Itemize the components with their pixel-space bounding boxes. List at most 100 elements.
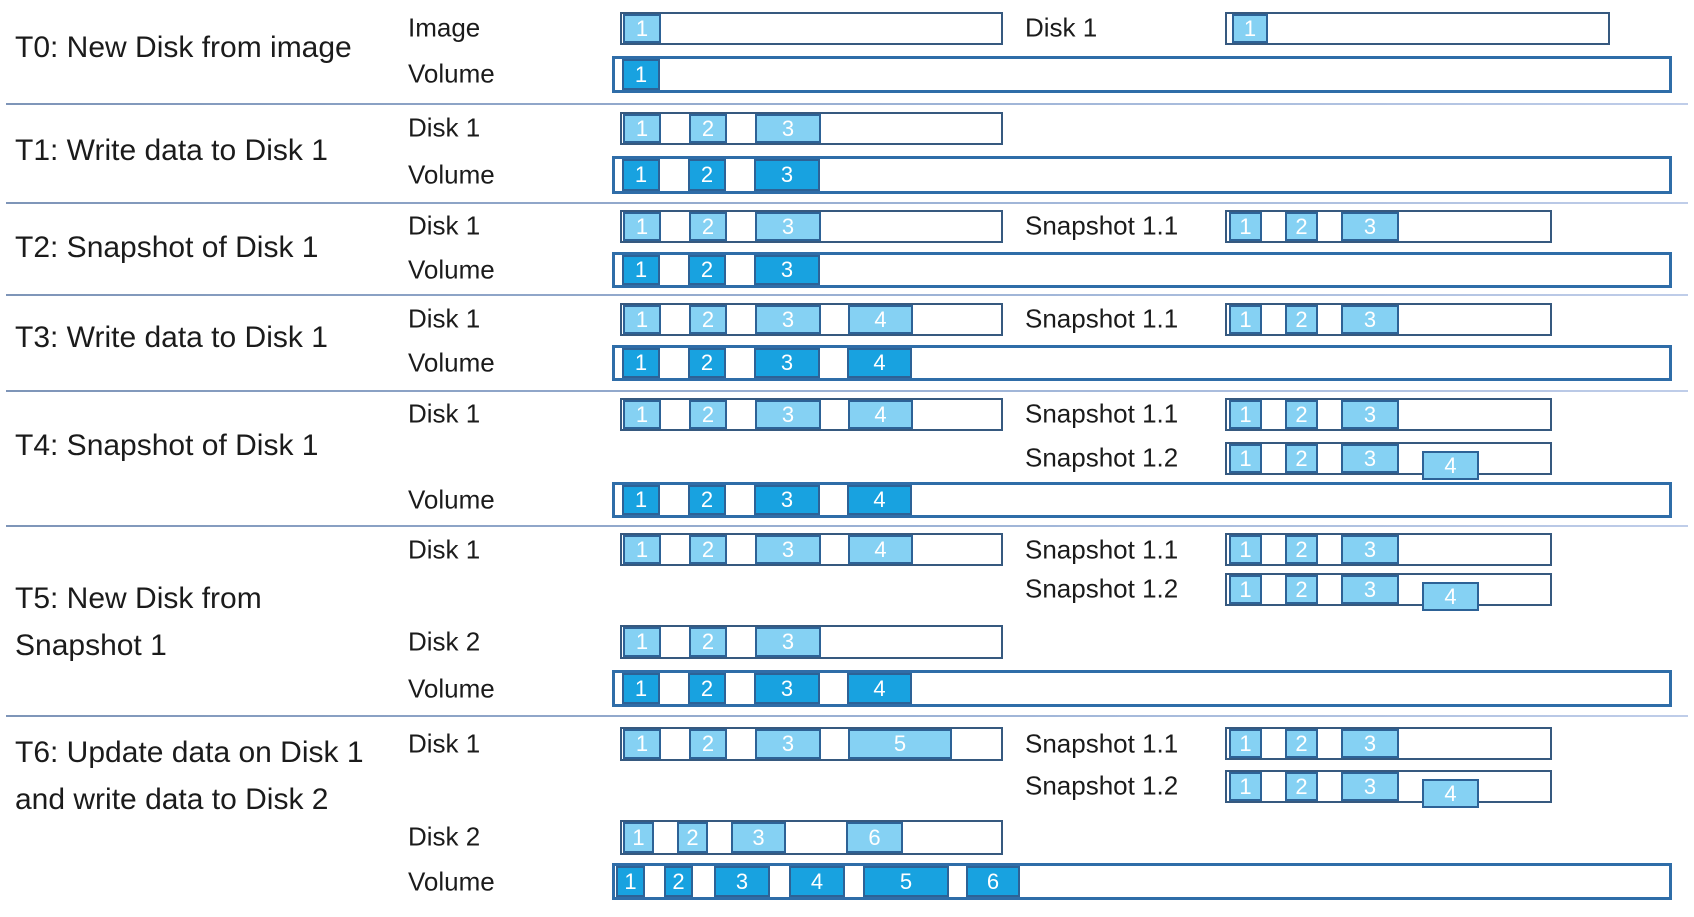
t6-snapshot-1-2-block-2: 2 <box>1285 772 1318 801</box>
section-divider-4 <box>6 390 1688 392</box>
time-label-t2-line-1: T2: Snapshot of Disk 1 <box>15 231 319 264</box>
time-label-t1: T1: Write data to Disk 1 <box>15 127 328 174</box>
t3-snapshot-1-1-block-2: 2 <box>1285 305 1318 334</box>
t5-volume-block-1: 1 <box>622 673 660 704</box>
t6-disk-2-block-3: 3 <box>731 822 786 853</box>
t6-disk-1-block-1: 1 <box>623 729 661 759</box>
t5-snapshot-1-2-block-1: 1 <box>1229 575 1262 604</box>
t0-image-label: Image <box>408 12 481 43</box>
t4-volume-label: Volume <box>408 484 495 515</box>
t2-disk-1-label: Disk 1 <box>408 210 481 241</box>
t3-disk-1-label: Disk 1 <box>408 303 481 334</box>
t1-volume-block-3: 3 <box>754 159 820 191</box>
t1-disk-1-block-3: 3 <box>755 114 821 143</box>
t3-volume-block-3: 3 <box>754 348 820 378</box>
t6-volume-block-4: 4 <box>789 866 845 897</box>
t4-snapshot-1-2-block-4: 4 <box>1422 451 1479 480</box>
t1-volume-block-1: 1 <box>622 159 660 191</box>
section-divider-6 <box>6 715 1688 717</box>
t6-disk-2-label: Disk 2 <box>408 821 481 852</box>
section-divider-5 <box>6 525 1688 527</box>
t3-disk-1-block-4: 4 <box>848 305 913 334</box>
t0-volume-bar <box>612 56 1672 93</box>
t5-snapshot-1-2-block-2: 2 <box>1285 575 1318 604</box>
t0-volume-block-1: 1 <box>622 59 660 90</box>
t4-disk-1-block-3: 3 <box>755 400 821 429</box>
t6-snapshot-1-1-block-2: 2 <box>1285 729 1318 758</box>
t1-volume-label: Volume <box>408 159 495 190</box>
t5-volume-block-3: 3 <box>754 673 820 704</box>
t0-disk-1-block-1: 1 <box>1232 14 1268 43</box>
t5-snapshot-1-2-block-4: 4 <box>1422 582 1479 611</box>
t5-snapshot-1-1-block-3: 3 <box>1341 535 1399 564</box>
t6-volume-label: Volume <box>408 866 495 897</box>
t5-snapshot-1-2-label: Snapshot 1.2 <box>1025 573 1179 604</box>
section-divider-3 <box>6 294 1688 296</box>
t6-disk-1-label: Disk 1 <box>408 728 481 759</box>
section-divider-2 <box>6 202 1688 204</box>
t6-snapshot-1-1-block-3: 3 <box>1341 729 1399 758</box>
time-label-t4-line-1: T4: Snapshot of Disk 1 <box>15 429 319 462</box>
t2-disk-1-block-3: 3 <box>755 212 821 241</box>
t6-volume-block-6: 6 <box>966 866 1020 897</box>
t2-disk-1-block-2: 2 <box>689 212 727 241</box>
section-divider-1 <box>6 103 1688 105</box>
time-label-t5-line-2: Snapshot 1 <box>15 629 167 662</box>
t6-snapshot-1-1-block-1: 1 <box>1229 729 1262 758</box>
t6-snapshot-1-1-label: Snapshot 1.1 <box>1025 728 1179 759</box>
t2-disk-1-block-1: 1 <box>623 212 661 241</box>
t4-disk-1-block-1: 1 <box>623 400 661 429</box>
t1-disk-1-label: Disk 1 <box>408 112 481 143</box>
t2-volume-block-2: 2 <box>688 255 726 285</box>
t3-disk-1-block-1: 1 <box>623 305 661 334</box>
t5-disk-2-label: Disk 2 <box>408 626 481 657</box>
time-label-t6-line-1: T6: Update data on Disk 1 <box>15 736 364 769</box>
time-label-t0: T0: New Disk from image <box>15 24 352 71</box>
t6-disk-1-block-3: 3 <box>755 729 821 759</box>
t3-disk-1-block-2: 2 <box>689 305 727 334</box>
t3-snapshot-1-1-block-1: 1 <box>1229 305 1262 334</box>
t3-volume-block-1: 1 <box>622 348 660 378</box>
t6-snapshot-1-2-block-3: 3 <box>1341 772 1399 801</box>
t6-disk-2-block-1: 1 <box>623 822 654 853</box>
t3-volume-block-4: 4 <box>847 348 912 378</box>
t5-snapshot-1-1-label: Snapshot 1.1 <box>1025 534 1179 565</box>
t2-snapshot-1-1-block-2: 2 <box>1285 212 1318 241</box>
t5-disk-1-block-2: 2 <box>689 535 727 564</box>
t0-image-bar <box>620 12 1003 45</box>
time-label-t3-line-1: T3: Write data to Disk 1 <box>15 321 328 354</box>
t4-volume-block-4: 4 <box>847 485 912 515</box>
t0-disk-1-bar <box>1225 12 1610 45</box>
t3-snapshot-1-1-label: Snapshot 1.1 <box>1025 303 1179 334</box>
t5-snapshot-1-1-block-2: 2 <box>1285 535 1318 564</box>
t6-disk-1-block-5: 5 <box>848 729 952 759</box>
time-label-t0-line-1: T0: New Disk from image <box>15 31 352 64</box>
t6-snapshot-1-2-label: Snapshot 1.2 <box>1025 770 1179 801</box>
t5-snapshot-1-1-block-1: 1 <box>1229 535 1262 564</box>
t1-disk-1-block-2: 2 <box>689 114 727 143</box>
t5-disk-2-block-1: 1 <box>623 627 661 657</box>
t0-volume-label: Volume <box>408 58 495 89</box>
t4-volume-block-3: 3 <box>754 485 820 515</box>
t5-disk-1-block-1: 1 <box>623 535 661 564</box>
t6-disk-2-block-2: 2 <box>677 822 708 853</box>
t4-snapshot-1-1-block-3: 3 <box>1341 400 1399 429</box>
t4-snapshot-1-2-block-3: 3 <box>1341 444 1399 473</box>
t4-snapshot-1-1-label: Snapshot 1.1 <box>1025 398 1179 429</box>
t5-volume-block-2: 2 <box>688 673 726 704</box>
t3-snapshot-1-1-block-3: 3 <box>1341 305 1399 334</box>
t2-snapshot-1-1-block-3: 3 <box>1341 212 1399 241</box>
t6-volume-block-1: 1 <box>616 866 645 897</box>
t4-snapshot-1-2-block-2: 2 <box>1285 444 1318 473</box>
t4-disk-1-label: Disk 1 <box>408 398 481 429</box>
t3-volume-block-2: 2 <box>688 348 726 378</box>
t6-disk-1-block-2: 2 <box>689 729 727 759</box>
t1-disk-1-block-1: 1 <box>623 114 661 143</box>
t0-image-block-1: 1 <box>623 14 661 43</box>
time-label-t4: T4: Snapshot of Disk 1 <box>15 422 319 469</box>
t6-volume-block-2: 2 <box>664 866 693 897</box>
t5-disk-2-block-2: 2 <box>689 627 727 657</box>
t2-volume-label: Volume <box>408 254 495 285</box>
